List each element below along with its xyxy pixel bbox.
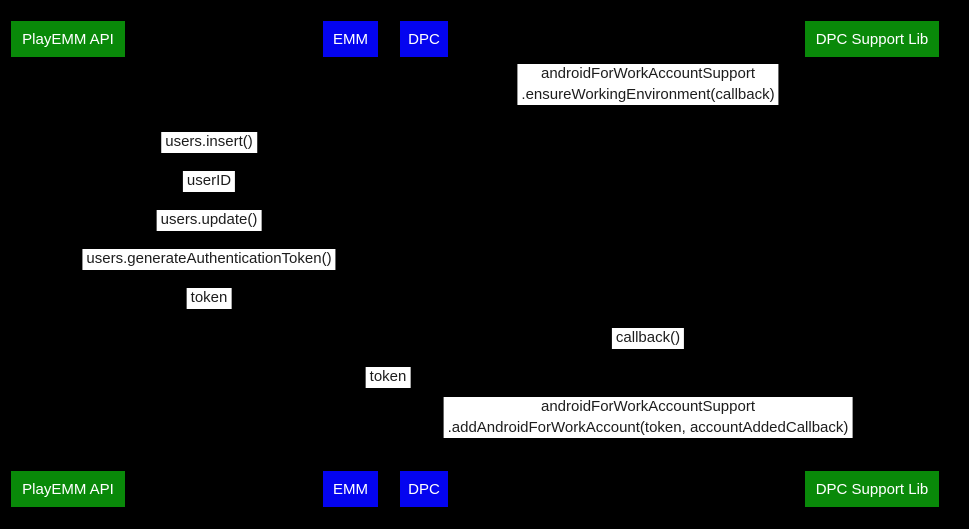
participant-dpc-top: DPC xyxy=(400,21,448,57)
message-line: .addAndroidForWorkAccount(token, account… xyxy=(447,418,849,436)
participant-emm-top: EMM xyxy=(323,21,378,57)
message-line: androidForWorkAccountSupport xyxy=(540,65,755,82)
message-users-update: users.update() xyxy=(156,210,262,231)
message-generate-authentication-token: users.generateAuthenticationToken() xyxy=(82,249,336,270)
message-add-android-for-work-account: androidForWorkAccountSupport .addAndroid… xyxy=(443,397,853,438)
message-users-insert: users.insert() xyxy=(161,132,257,153)
message-line: .ensureWorkingEnvironment(callback) xyxy=(521,85,775,103)
message-callback: callback() xyxy=(611,328,685,349)
message-line: androidForWorkAccountSupport xyxy=(541,398,755,415)
participant-playemm-api-top: PlayEMM API xyxy=(11,21,125,57)
participant-dpc-support-lib-top: DPC Support Lib xyxy=(805,21,939,57)
message-ensure-working-environment: androidForWorkAccountSupport .ensureWork… xyxy=(517,64,779,105)
message-token-response: token xyxy=(186,288,232,309)
message-token-forward: token xyxy=(365,367,411,388)
participant-dpc-support-lib-bottom: DPC Support Lib xyxy=(805,471,939,507)
participant-emm-bottom: EMM xyxy=(323,471,378,507)
message-userid: userID xyxy=(182,171,236,192)
participant-dpc-bottom: DPC xyxy=(400,471,448,507)
participant-playemm-api-bottom: PlayEMM API xyxy=(11,471,125,507)
